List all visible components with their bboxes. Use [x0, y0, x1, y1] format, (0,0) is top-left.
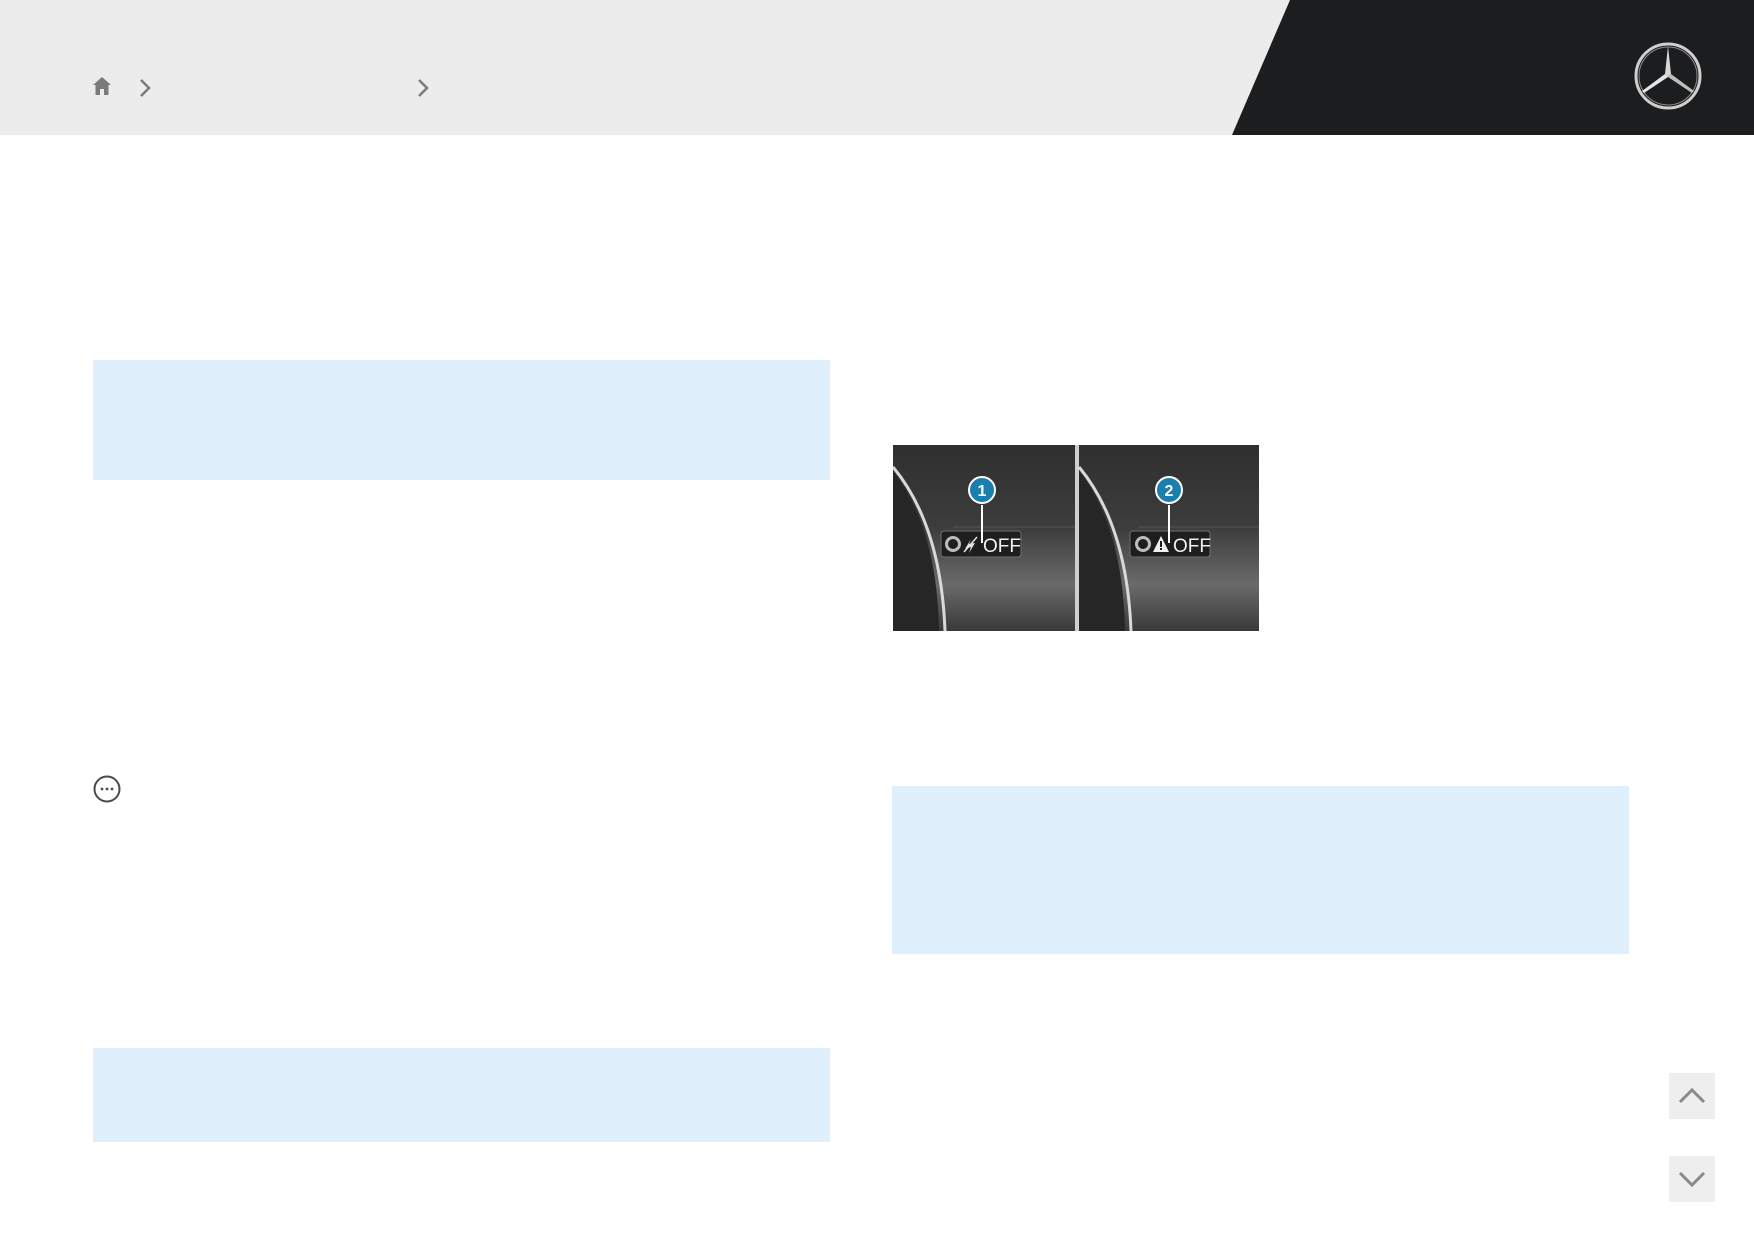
breadcrumb-separator-icon [136, 76, 154, 100]
ellipsis-circle-icon [92, 774, 122, 804]
home-icon[interactable] [90, 74, 114, 98]
scroll-down-button[interactable] [1669, 1156, 1715, 1202]
breadcrumb-separator-icon [414, 76, 432, 100]
info-box [93, 360, 830, 480]
callout-2: 2 [1165, 483, 1174, 500]
callout-1: 1 [978, 483, 987, 500]
speed-limit-crossed-icon [945, 536, 978, 553]
display-panel-1: OFF 1 [893, 445, 1075, 631]
info-box [892, 786, 1629, 954]
chevron-up-icon [1678, 1087, 1706, 1104]
page-header [0, 0, 1754, 135]
panel-2-off-text: OFF [1173, 536, 1211, 557]
display-panel-2: OFF 2 [1077, 445, 1259, 631]
chevron-down-icon [1678, 1171, 1706, 1188]
mercedes-star-icon [1634, 42, 1702, 110]
header-dark-panel [1232, 0, 1754, 135]
scroll-up-button[interactable] [1669, 1073, 1715, 1119]
warning-triangle-icon [1135, 536, 1169, 552]
panel-1-off-text: OFF [983, 536, 1021, 557]
instrument-display-figure: OFF 1 OFF 2 [893, 445, 1259, 631]
info-box [93, 1048, 830, 1142]
panel-divider [1075, 445, 1079, 631]
